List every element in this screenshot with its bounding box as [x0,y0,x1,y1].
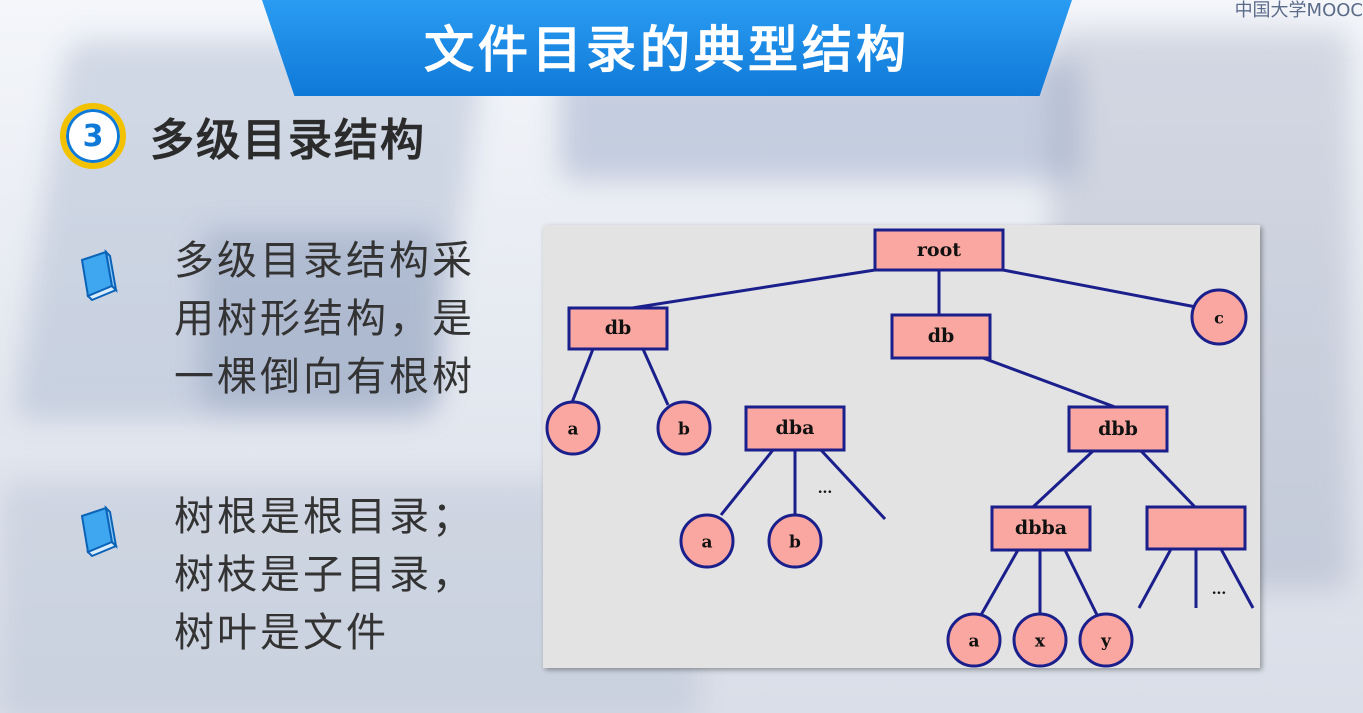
node-dbba [990,505,1092,552]
label-y: y [1100,632,1112,652]
label-db-left: db [605,317,632,339]
bullet-1: 多级目录结构采 用树形结构，是 一棵倒向有根树 [76,232,475,406]
node-a3 [946,612,1002,668]
label-dbb: dbb [1098,418,1138,440]
bullet-2-line-1: 树根是根目录； [174,494,475,540]
node-b2 [767,513,823,569]
label-c: c [1214,309,1224,328]
bullet-1-text: 多级目录结构采 用树形结构，是 一棵倒向有根树 [174,232,475,406]
bullet-1-line-1: 多级目录结构采 [174,238,475,284]
bullet-2-line-2: 树枝是子目录， [174,552,475,598]
node-root [873,228,1005,272]
node-dba [744,405,846,452]
label-dba: dba [776,417,815,439]
node-y [1078,612,1134,668]
node-b1 [656,400,712,456]
label-ellipsis-1: ... [818,481,833,497]
tree-edges [569,268,1255,618]
node-x [1012,612,1068,668]
section-heading: 3 多级目录结构 [60,96,426,176]
label-b2: b [789,533,801,553]
label-db-mid: db [928,325,955,347]
label-a3: a [968,632,979,652]
node-a2 [679,513,735,569]
bullet-2: 树根是根目录； 树枝是子目录， 树叶是文件 [76,488,475,662]
mooc-watermark: 中国大学MOOC [1234,0,1363,21]
section-title: 多级目录结构 [150,115,426,166]
directory-tree-diagram: root db db c a b dba dbb a b ... dbba ..… [543,225,1260,668]
label-ellipsis-2: ... [1212,582,1227,598]
label-b1: b [678,420,690,440]
bullet-2-text: 树根是根目录； 树枝是子目录， 树叶是文件 [174,488,475,662]
label-a2: a [701,533,712,553]
node-c [1190,288,1248,346]
label-root: root [917,239,961,261]
node-db-left [567,306,669,351]
slide-title: 文件目录的典型结构 [424,21,910,79]
label-x: x [1035,632,1046,652]
node-a1 [545,400,601,456]
tree-nodes [545,228,1248,668]
label-dbba: dbba [1015,517,1067,539]
title-banner: 文件目录的典型结构 [262,0,1072,96]
label-a1: a [567,420,578,440]
bullet-1-line-2: 用树形结构，是 [174,296,475,342]
node-blank [1145,505,1247,551]
section-number-badge: 3 [60,103,126,169]
bullet-1-line-3: 一棵倒向有根树 [174,354,475,400]
bullet-2-line-3: 树叶是文件 [174,610,389,656]
book-icon [76,246,132,302]
node-dbb [1067,405,1169,453]
node-db-mid [890,313,992,360]
book-icon [76,502,132,558]
